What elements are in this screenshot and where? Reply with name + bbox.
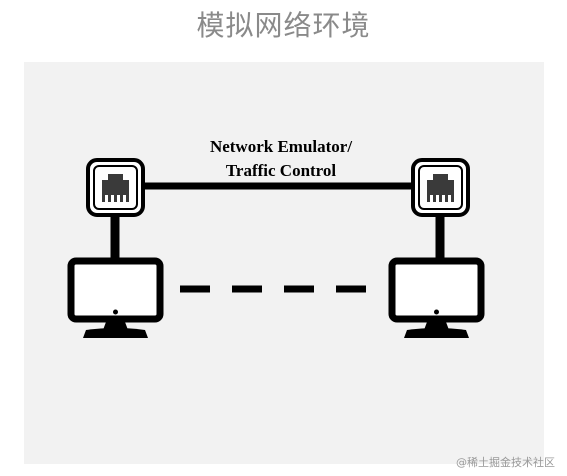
monitor-icon bbox=[388, 257, 485, 338]
ethernet-port-icon bbox=[86, 158, 145, 217]
monitor-icon bbox=[67, 257, 164, 338]
diagram-title: 模拟网络环境 bbox=[196, 9, 371, 42]
emulator-label-line2: Traffic Control bbox=[226, 161, 337, 180]
emulator-label-line1: Network Emulator/ bbox=[210, 137, 352, 156]
watermark: @稀土掘金技术社区 bbox=[456, 456, 555, 469]
ethernet-port-icon bbox=[411, 158, 470, 217]
